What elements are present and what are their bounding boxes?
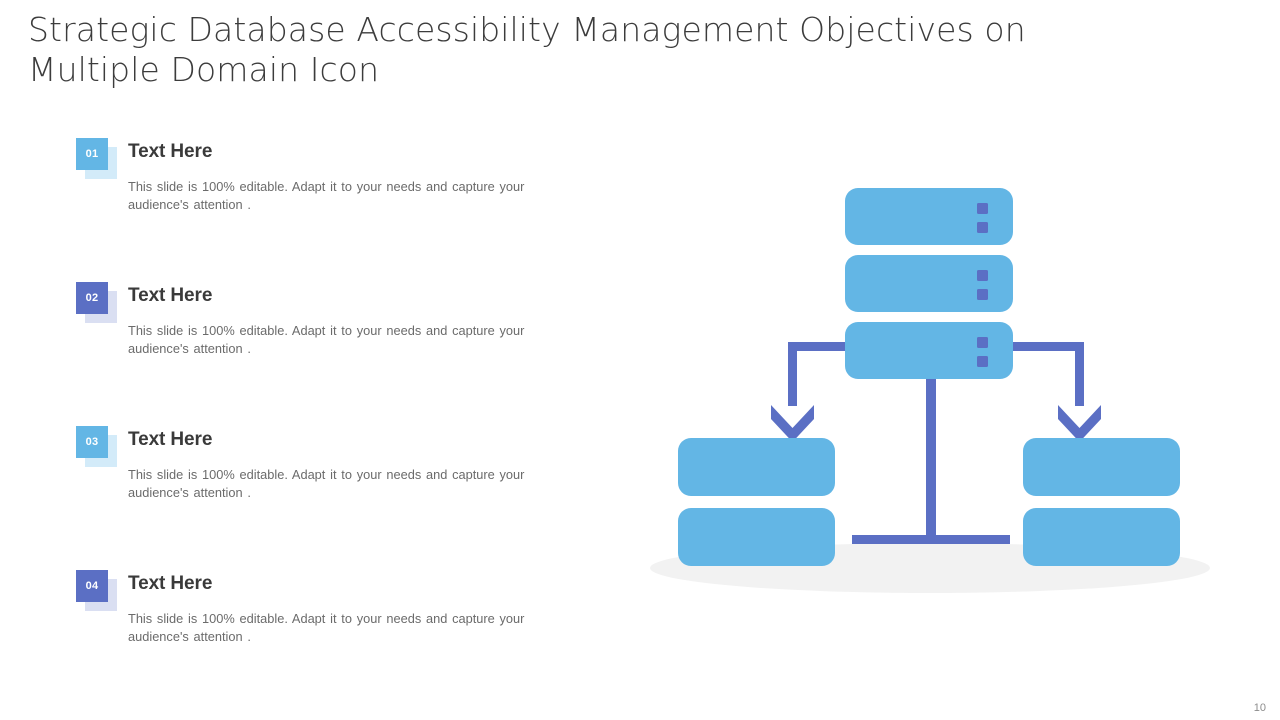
server-indicator-dot bbox=[977, 356, 988, 367]
server-slice bbox=[845, 322, 1013, 379]
server-slice bbox=[1023, 438, 1180, 496]
list-item-number: 01 bbox=[76, 138, 108, 170]
server-indicator-dot bbox=[977, 203, 988, 214]
list-item-body: This slide is 100% editable. Adapt it to… bbox=[128, 467, 525, 500]
page-number: 10 bbox=[1253, 702, 1266, 714]
list-item-body: This slide is 100% editable. Adapt it to… bbox=[128, 323, 525, 356]
right-server-stack bbox=[1023, 438, 1180, 566]
database-domain-diagram bbox=[640, 160, 1230, 600]
page-title: Strategic Database Accessibility Managem… bbox=[28, 10, 1037, 89]
list-item-badge: 04 bbox=[76, 570, 120, 611]
list-item-body: This slide is 100% editable. Adapt it to… bbox=[128, 179, 525, 212]
list-item-heading: Text Here bbox=[128, 429, 213, 450]
server-slice bbox=[845, 188, 1013, 245]
list-item-badge: 02 bbox=[76, 282, 120, 323]
left-server-stack bbox=[678, 438, 835, 566]
list-item-heading: Text Here bbox=[128, 573, 213, 594]
list-item-badge: 03 bbox=[76, 426, 120, 467]
arrow-down-left-icon bbox=[771, 405, 814, 442]
list-item-heading: Text Here bbox=[128, 285, 213, 306]
server-indicator-dot bbox=[977, 289, 988, 300]
server-indicator-dot bbox=[977, 270, 988, 281]
list-item-heading: Text Here bbox=[128, 141, 213, 162]
arrow-down-right-icon bbox=[1058, 405, 1101, 442]
list-item-number: 03 bbox=[76, 426, 108, 458]
server-slice bbox=[678, 508, 835, 566]
main-server-stack bbox=[845, 188, 1013, 379]
list-item-number: 02 bbox=[76, 282, 108, 314]
server-slice bbox=[678, 438, 835, 496]
server-indicator-dot bbox=[977, 337, 988, 348]
server-slice bbox=[1023, 508, 1180, 566]
list-item-badge: 01 bbox=[76, 138, 120, 179]
list-item-body: This slide is 100% editable. Adapt it to… bbox=[128, 611, 525, 644]
server-slice bbox=[845, 255, 1013, 312]
list-item-number: 04 bbox=[76, 570, 108, 602]
server-indicator-dot bbox=[977, 222, 988, 233]
